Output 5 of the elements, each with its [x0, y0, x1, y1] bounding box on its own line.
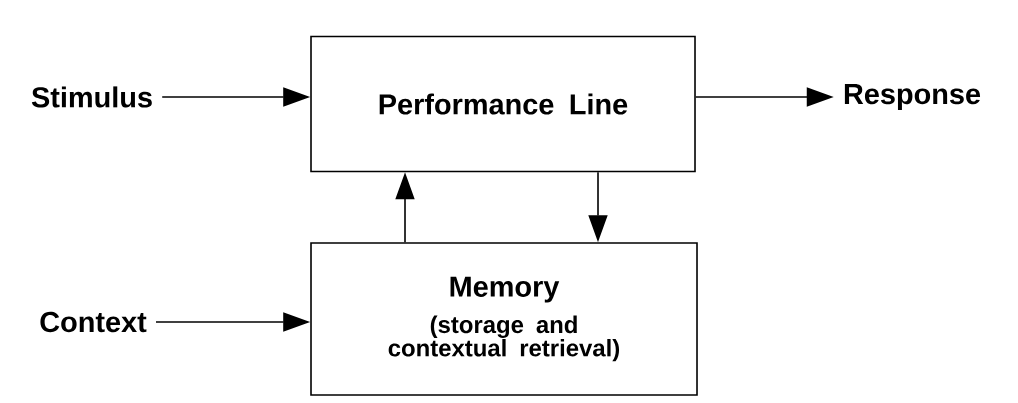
process-box: Performance Line [310, 35, 696, 173]
label-text: Context [40, 311, 147, 333]
label-text: Stimulus [31, 86, 152, 108]
process-box: Memory (storage and contextual retrieval) [310, 242, 698, 396]
label-text: Response [844, 84, 981, 110]
